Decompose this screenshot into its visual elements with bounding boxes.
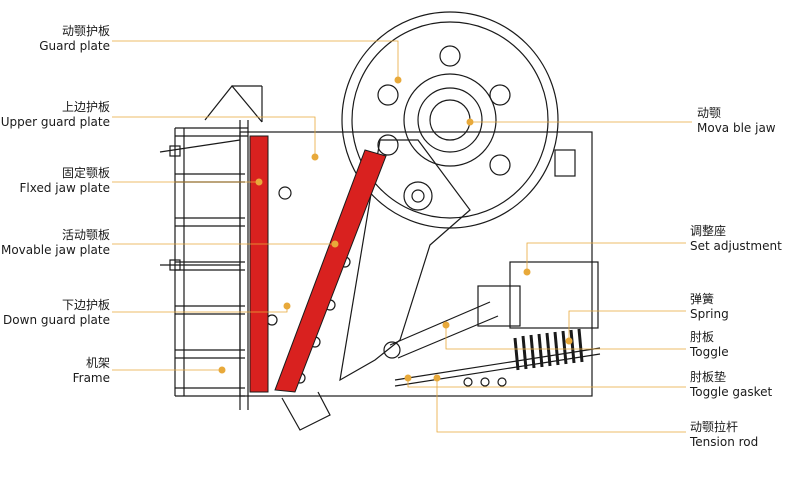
label-en: Upper guard plate [0,115,110,129]
leader-set-adjustment-dot [523,268,531,276]
fixed-jaw-plate [249,135,269,393]
label-upper-guard-plate: 上边护板 Upper guard plate [0,100,110,130]
leader-toggle-dot [442,321,450,329]
label-cn: 机架 [85,356,110,370]
label-en: Flxed jaw plate [19,181,111,195]
leader-toggle-gasket-dot [404,374,412,382]
leader-frame-dot [218,366,226,374]
label-cn: 动颚拉杆 [690,420,739,434]
label-set-adjustment: 调整座 Set adjustment [690,224,782,254]
label-cn: 弹簧 [690,292,715,306]
label-toggle-gasket: 肘板垫 Toggle gasket [690,370,772,400]
label-cn: 固定颚板 [61,166,110,180]
movable-jaw-plate [274,149,387,393]
leader-set-adjustment [526,242,686,272]
label-cn: 下边护板 [61,298,110,312]
leader-movable-jaw-dot [466,118,474,126]
label-cn: 动颚 [697,106,722,120]
leader-tension-rod [436,378,686,433]
label-toggle: 肘板 Toggle [690,330,729,360]
label-cn: 活动颚板 [61,228,110,242]
leader-tension-rod-dot [433,374,441,382]
label-movable-jaw-plate: 活动颚板 Movable jaw plate [0,228,110,258]
label-cn: 肘板 [690,330,715,344]
leader-upper-guard-plate [112,116,316,157]
label-en: Toggle gasket [690,385,773,399]
label-en: Movable jaw plate [0,243,110,257]
leader-upper-guard-plate-dot [311,153,319,161]
label-en: Tension rod [690,435,759,449]
label-en: Frame [72,371,110,385]
set-adjustment-block [509,261,599,329]
label-down-guard-plate: 下边护板 Down guard plate [0,298,110,328]
leader-movable-jaw-plate-dot [331,240,339,248]
label-fixed-jaw-plate: 固定颚板 Flxed jaw plate [0,166,111,196]
label-en: Mova ble jaw [697,121,776,135]
label-en: Toggle [690,345,729,359]
label-cn: 调整座 [690,224,727,238]
flywheel-outer [341,11,559,229]
leader-toggle [445,325,686,350]
leader-guard-plate-dot [394,76,402,84]
label-en: Spring [690,307,729,321]
leader-toggle-gasket [407,378,686,388]
label-spring: 弹簧 Spring [690,292,729,322]
label-en: Set adjustment [690,239,782,253]
label-cn: 动颚护板 [61,24,110,38]
label-en: Guard plate [39,39,110,53]
leader-guard-plate [112,40,399,80]
label-cn: 上边护板 [61,100,110,114]
label-cn: 肘板垫 [690,370,727,384]
label-frame: 机架 Frame [0,356,110,386]
leader-down-guard-plate-dot [283,302,291,310]
leader-spring [568,310,686,341]
leader-spring-dot [565,337,573,345]
label-tension-rod: 动颚拉杆 Tension rod [690,420,758,450]
label-en: Down guard plate [3,313,110,327]
label-guard-plate: 动颚护板 Guard plate [0,24,110,54]
movable-jaw-body [339,139,471,382]
leader-fixed-jaw-plate-dot [255,178,263,186]
spring [513,328,584,371]
label-movable-jaw: 动颚 Mova ble jaw [697,106,776,136]
